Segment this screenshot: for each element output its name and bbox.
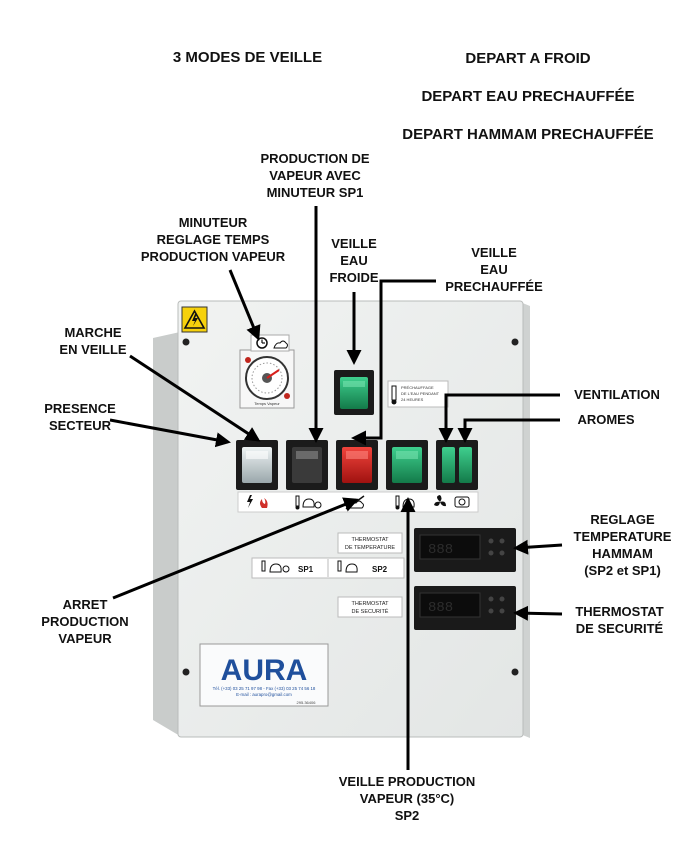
contact-line1: Tél. (+33) 03 25 71 97 98 - Fax (+33) 03…: [213, 686, 316, 691]
arrow-marche-en-veille: [129, 354, 261, 442]
aura-brand: AURA: [221, 654, 308, 687]
preheat-note-line1: PRÉCHAUFFAGE: [401, 385, 434, 390]
arrow-ventilation: [438, 393, 560, 443]
timer-icon: [250, 334, 290, 352]
plate-code: 295.36406: [297, 700, 317, 705]
fan-icon: [434, 495, 446, 507]
start-mode-3: DEPART HAMMAM PRECHAUFFÉE: [402, 126, 654, 143]
arrow-aromes: [457, 418, 560, 443]
preheat-note-sticker: [387, 380, 449, 408]
switch-ventilation-aromes: [436, 440, 478, 490]
label-veille-production: VEILLE PRODUCTION VAPEUR (35°C) SP2: [338, 774, 476, 823]
switch-arret-production: [336, 440, 378, 490]
aura-nameplate: [199, 643, 329, 707]
steam-icon: [302, 498, 315, 508]
timer-dial: [239, 349, 295, 409]
label-presence-secteur: PRESENCE SECTEUR: [44, 401, 116, 433]
arrow-minuteur: [228, 269, 261, 341]
svg-text:888: 888: [428, 542, 453, 558]
start-mode-1: DEPART A FROID: [465, 50, 591, 67]
label-production-vapeur-minuteur: PRODUCTION DE VAPEUR AVEC MINUTEUR SP1: [260, 151, 370, 200]
thermostat-temp-sticker: [337, 532, 403, 554]
preheat-note-line2: DE L'EAU PENDANT: [401, 391, 440, 396]
label-thermostat-securite: THERMOSTAT DE SECURITÉ: [575, 604, 664, 636]
panel-screws: [182, 338, 519, 676]
label-veille-eau-froide: VEILLE EAU FROIDE: [329, 236, 379, 285]
switch-production-minuteur: [286, 440, 328, 490]
svg-text:888: 888: [428, 600, 453, 616]
arrow-arret-production: [112, 497, 359, 600]
label-reglage-temperature: REGLAGE TEMPERATURE HAMMAM (SP2 et SP1): [573, 512, 672, 578]
switch-veille-eau-froide: [334, 370, 374, 415]
sp1-text: SP1: [298, 565, 314, 574]
thermostat-temp-line2: DE TEMPERATURE: [345, 545, 396, 551]
thermostat-temp-line1: THERMOSTAT: [351, 537, 389, 543]
arrow-presence-secteur: [109, 418, 231, 448]
digital-controller-securite: 888: [414, 586, 516, 630]
sp2-text: SP2: [372, 565, 388, 574]
modes-title: 3 MODES DE VEILLE: [172, 49, 323, 66]
aroma-icon: [454, 496, 470, 508]
label-marche-en-veille: MARCHE EN VEILLE: [59, 325, 127, 357]
thermostat-secu-line1: THERMOSTAT: [351, 601, 389, 607]
thermostat-secu-sticker: [337, 596, 403, 618]
clock-icon: [314, 501, 322, 509]
arrow-veille-eau-prechauffee: [351, 279, 436, 446]
start-mode-2: DEPART EAU PRECHAUFFÉE: [421, 88, 635, 105]
label-veille-eau-prechauffee: VEILLE EAU PRECHAUFFÉE: [445, 245, 543, 294]
label-ventilation: VENTILATION: [574, 387, 660, 402]
digital-controller-hammam: 888: [414, 528, 516, 572]
electrical-hazard-sticker: [181, 306, 208, 333]
label-minuteur: MINUTEUR REGLAGE TEMPS PRODUCTION VAPEUR: [140, 215, 286, 264]
thermostat-secu-line2: DE SECURITÉ: [352, 608, 389, 615]
label-aromes: AROMES: [577, 412, 635, 427]
start-modes-list: DEPART A FROID DEPART EAU PRECHAUFFÉE DE…: [378, 30, 678, 163]
preheat-note-line3: 24 HEURES: [401, 397, 424, 402]
sp-setpoint-sticker: [251, 557, 405, 579]
switch-presence-secteur: [236, 440, 278, 490]
arrow-thermostat-securite: [513, 605, 563, 621]
label-arret-production: ARRET PRODUCTION VAPEUR: [41, 597, 129, 646]
switch-veille-production: [386, 440, 428, 490]
contact-line2: E-mail : aurapro@gmail.com: [236, 692, 292, 697]
lightning-icon: [247, 495, 253, 508]
flame-icon: [260, 498, 268, 508]
timer-caption: Temps Vapeur: [254, 401, 280, 406]
arrow-reglage-temperature: [513, 539, 563, 555]
